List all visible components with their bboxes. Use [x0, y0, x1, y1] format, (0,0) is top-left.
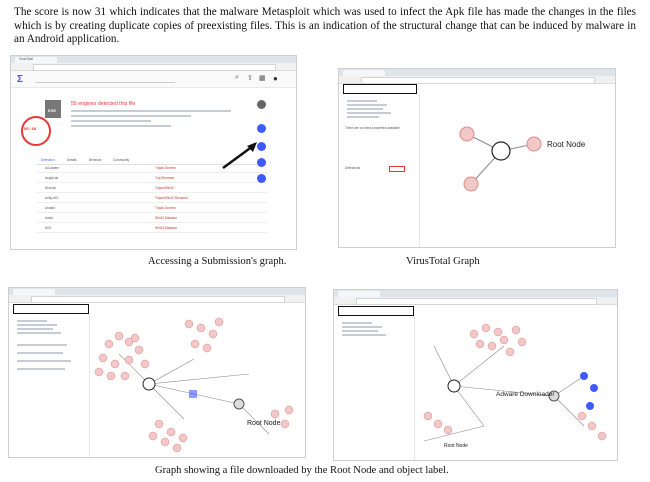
browser-tab-bar: VirusTotal — [11, 56, 296, 63]
file-cluster — [94, 317, 294, 453]
flag-node-icon — [586, 402, 594, 410]
intro-paragraph: The score is now 31 which indicates that… — [14, 6, 636, 46]
object-label: Adware Downloader — [496, 391, 555, 398]
browser-url-bar[interactable] — [339, 76, 615, 84]
browser-tab-bar — [339, 69, 615, 76]
file-node-icon — [463, 176, 479, 192]
detection-score: 55 / 68 — [24, 126, 37, 131]
root-node-icon — [491, 141, 511, 161]
vt-search-input[interactable] — [35, 76, 175, 83]
file-cluster — [423, 323, 607, 441]
header-upload-icon[interactable]: ⇧ — [247, 75, 253, 82]
flag-node-icon — [580, 372, 588, 380]
graph-side-panel — [334, 316, 415, 460]
caption-downloaded-file: Graph showing a file downloaded by the R… — [155, 465, 449, 476]
graph-canvas[interactable] — [414, 316, 617, 460]
figure-adware-downloader: Adware Downloader Root Node — [333, 289, 618, 461]
flag-node-icon — [590, 384, 598, 392]
root-node-icon — [447, 379, 461, 393]
caption-submission-graph: Accessing a Submission's graph. — [148, 256, 287, 267]
tab-detection[interactable]: Detection — [41, 158, 55, 162]
file-node-icon — [459, 126, 475, 142]
detections-label: Detections — [345, 166, 361, 170]
result-tabs: Detection Details Behavior Community — [37, 157, 267, 165]
url-node-icon — [189, 390, 197, 398]
browser-url-bar[interactable] — [11, 63, 296, 71]
graph-side-panel — [9, 314, 90, 457]
browser-tab-label: VirusTotal — [19, 57, 33, 61]
file-node-icon — [526, 136, 542, 152]
hub-node-icon — [233, 398, 245, 410]
graph-search-box[interactable] — [343, 84, 417, 94]
figure-graph-expanded: Root Node — [8, 287, 306, 458]
header-search-icon[interactable]: ⌕ — [235, 74, 239, 81]
browser-tab-bar — [9, 288, 305, 295]
file-type-label: EXE — [48, 108, 57, 113]
root-node-label: Root Node — [444, 443, 468, 449]
tab-details[interactable]: Details — [67, 158, 77, 162]
tab-behavior[interactable]: Behavior — [89, 158, 102, 162]
browser-tab-bar — [334, 290, 617, 297]
score-circle — [21, 116, 51, 146]
header-grid-icon[interactable]: ▦ — [259, 75, 266, 82]
no-properties-text: There are no extra properties available — [345, 126, 400, 130]
browser-url-bar[interactable] — [334, 297, 617, 305]
graph-search-box[interactable] — [13, 304, 89, 314]
graph-search-box[interactable] — [338, 306, 414, 316]
root-node-icon — [142, 377, 156, 391]
file-type-badge — [45, 100, 61, 118]
browser-url-bar[interactable] — [9, 295, 305, 303]
hub-node-icon — [548, 390, 560, 402]
info-fab[interactable] — [257, 100, 266, 109]
tab-community[interactable]: Community — [113, 158, 130, 162]
download-fab[interactable] — [257, 174, 266, 183]
figure-virustotal-graph: There are no extra properties available … — [338, 68, 616, 248]
graph-canvas[interactable] — [419, 94, 615, 247]
figure-submission-page: VirusTotal Σ ⌕ ⇧ ▦ ● 55 / 68 EXE 55 engi… — [10, 55, 297, 250]
graph-fab[interactable] — [257, 124, 266, 133]
add-fab[interactable] — [257, 158, 266, 167]
graph-side-panel: There are no extra properties available … — [339, 94, 420, 247]
root-node-label: Root Node — [547, 140, 586, 149]
root-node-label: Root Node — [247, 420, 281, 427]
vt-logo-icon: Σ — [17, 74, 24, 85]
detections-heading: 55 engines detected this file — [71, 101, 136, 107]
graph-canvas[interactable] — [89, 314, 305, 457]
detections-badge — [389, 166, 405, 172]
caption-virustotal-graph: VirusTotal Graph — [406, 256, 480, 267]
annotation-arrow — [222, 142, 257, 170]
share-fab[interactable] — [257, 142, 266, 151]
header-avatar-icon[interactable]: ● — [273, 74, 278, 83]
vt-header: Σ ⌕ ⇧ ▦ ● — [11, 71, 296, 88]
